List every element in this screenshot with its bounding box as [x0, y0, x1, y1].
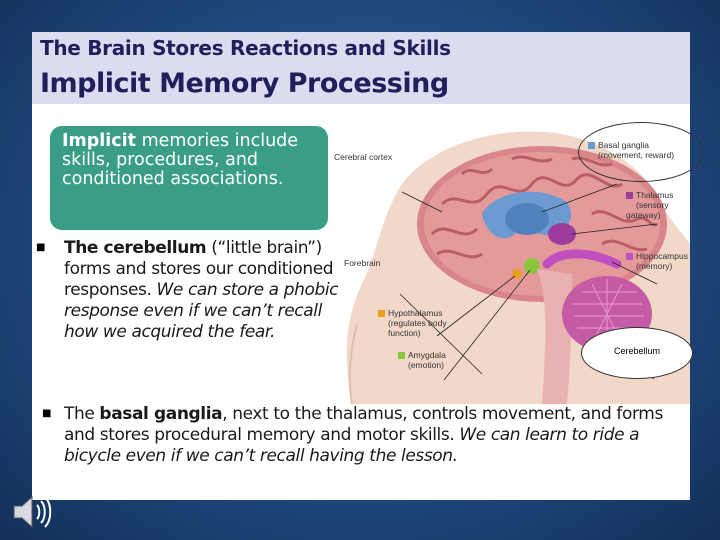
label-thalamus: Thalamus(sensory gateway): [626, 190, 690, 220]
thalamus-swatch: [626, 192, 633, 199]
hypothalamus-swatch: [378, 310, 385, 317]
cerebellum-italic: We can store a phobic response even if w…: [64, 280, 339, 342]
label-hypothalamus-text: Hypothalamus: [388, 308, 443, 318]
basal-ganglia-core: [505, 203, 549, 235]
amygdala-swatch: [398, 352, 405, 359]
label-cerebral-cortex: Cerebral cortex: [334, 152, 393, 162]
cerebellum-plain: (“little brain”) forms and stores our co…: [64, 238, 334, 300]
label-forebrain: Forebrain: [344, 258, 381, 268]
label-thalamus-sub: (sensory gateway): [626, 200, 669, 220]
cerebellum-bold: The cerebellum: [64, 238, 207, 258]
basal-ganglia-paragraph: The basal ganglia, next to the thalamus,…: [64, 404, 664, 467]
hippocampus-swatch: [626, 253, 633, 260]
label-amygdala-sub: (emotion): [408, 360, 444, 370]
label-amygdala-text: Amygdala: [408, 350, 446, 360]
slide-subtitle: Implicit Memory Processing: [40, 68, 449, 99]
cerebellum-paragraph: The cerebellum (“little brain”) forms an…: [64, 238, 344, 343]
basal-plain-start: The: [64, 404, 100, 424]
implicit-memory-box: Implicit memories include skills, proced…: [50, 126, 328, 230]
basal-ganglia-callout-oval: [578, 122, 704, 182]
label-thalamus-text: Thalamus: [636, 190, 674, 200]
implicit-rest: memories include skills, procedures, and…: [62, 131, 299, 189]
label-hippocampus-text: Hippocampus: [636, 251, 688, 261]
implicit-bold: Implicit: [62, 131, 137, 151]
slide: The Brain Stores Reactions and Skills Im…: [32, 32, 690, 500]
bullet-marker-1: ■: [36, 242, 46, 253]
brainstem-shape: [537, 269, 572, 404]
label-amygdala: Amygdala(emotion): [398, 350, 446, 370]
label-hippocampus: Hippocampus(memory): [626, 251, 688, 271]
title-bar: The Brain Stores Reactions and Skills Im…: [32, 32, 690, 104]
slide-title: The Brain Stores Reactions and Skills: [40, 36, 451, 60]
cerebellum-callout-label: Cerebellum: [613, 346, 661, 356]
gyri-folds: [430, 155, 659, 259]
thalamus-shape: [548, 223, 576, 245]
label-hypothalamus-sub2: function): [388, 328, 421, 338]
bullet-marker-2: ■: [42, 408, 52, 419]
cerebellum-callout: Cerebellum: [581, 327, 693, 379]
basal-bold: basal ganglia: [99, 404, 223, 424]
label-hippocampus-sub: (memory): [636, 261, 673, 271]
amygdala-shape: [524, 258, 540, 274]
label-hypothalamus-sub1: (regulates body: [388, 318, 447, 328]
basal-plain: , next to the thalamus, controls movemen…: [64, 404, 663, 445]
implicit-memory-text: Implicit memories include skills, proced…: [62, 132, 322, 189]
basal-italic: We can learn to ride a bicycle even if w…: [64, 425, 640, 466]
hippocampus-shape: [542, 249, 622, 269]
face-shadow: [348, 323, 358, 404]
speaker-icon[interactable]: [8, 490, 52, 534]
